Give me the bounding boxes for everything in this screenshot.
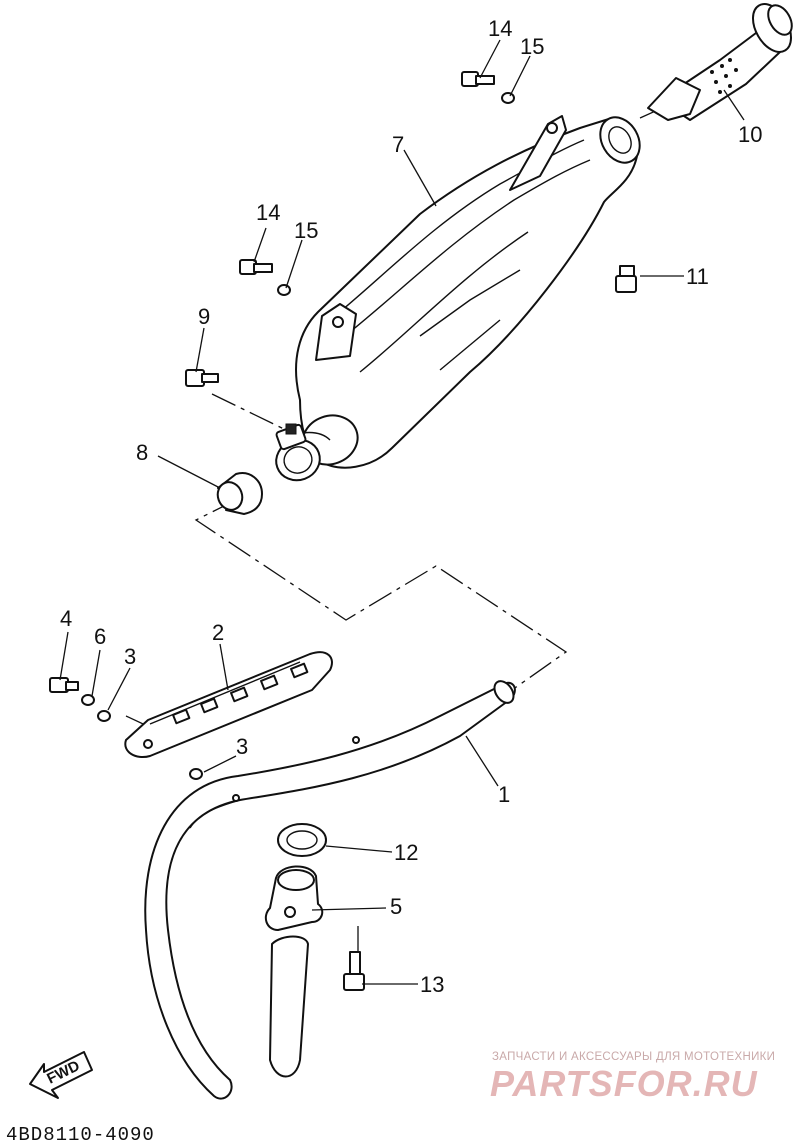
callout-15-upper: 15 <box>520 34 544 59</box>
heat-guard-part <box>124 651 333 758</box>
bolt-14-upper <box>461 71 495 87</box>
callout-12: 12 <box>394 840 418 865</box>
watermark-tagline: ЗАПЧАСТИ И АКСЕССУАРЫ ДЛЯ МОТОТЕХНИКИ <box>492 1051 775 1063</box>
watermark: ЗАПЧАСТИ И АКСЕССУАРЫ ДЛЯ МОТОТЕХНИКИ PA… <box>490 1051 775 1104</box>
perforation-dots <box>710 58 738 94</box>
bolt-14-lower <box>239 259 273 275</box>
washer-15-lower <box>277 284 291 296</box>
bolt-13 <box>343 951 365 991</box>
fwd-arrow: FWD <box>29 1051 93 1099</box>
flange-5 <box>264 865 324 1078</box>
callout-13: 13 <box>420 972 444 997</box>
bolt-9 <box>185 369 219 387</box>
washer-6 <box>81 694 95 706</box>
callout-3-lower: 3 <box>236 734 248 759</box>
bolt-4 <box>49 677 79 693</box>
callout-6: 6 <box>94 624 106 649</box>
tailpipe-tip-part <box>647 3 793 121</box>
callout-14-lower: 14 <box>256 200 280 225</box>
callout-1: 1 <box>498 782 510 807</box>
callout-labels: 14 15 10 7 14 15 11 9 8 4 6 3 2 3 1 12 5… <box>60 16 762 997</box>
exhaust-pipe-part <box>144 680 516 1100</box>
callout-10: 10 <box>738 122 762 147</box>
leader-lines <box>59 39 745 985</box>
callout-2: 2 <box>212 620 224 645</box>
callout-14-upper: 14 <box>488 16 512 41</box>
callout-9: 9 <box>198 304 210 329</box>
callout-8: 8 <box>136 440 148 465</box>
muffler-part <box>275 115 641 482</box>
callout-7: 7 <box>392 132 404 157</box>
callout-3-upper: 3 <box>124 644 136 669</box>
drawing-code: 4BD8110-4090 <box>6 1124 155 1144</box>
callout-5: 5 <box>390 894 402 919</box>
callout-4: 4 <box>60 606 72 631</box>
bolt-11 <box>615 265 637 293</box>
callout-11: 11 <box>686 264 709 289</box>
gasket-12 <box>277 823 327 857</box>
gasket-8 <box>216 472 263 515</box>
washer-3-upper <box>97 710 111 722</box>
washer-15-upper <box>501 92 515 104</box>
guard-slots <box>172 662 309 725</box>
washer-3-lower <box>189 768 203 780</box>
callout-15-lower: 15 <box>294 218 318 243</box>
watermark-brand: PARTSFOR.RU <box>490 1063 758 1104</box>
